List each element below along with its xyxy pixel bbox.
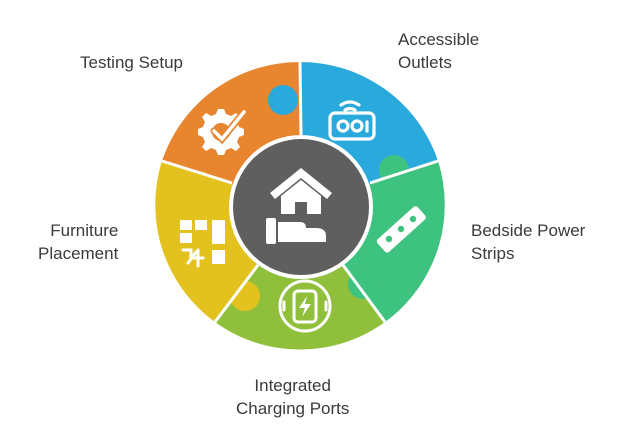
label-line: Accessible [398,30,480,49]
outlet-device-icon [328,100,376,141]
puzzle-tab [379,155,409,185]
label-line: Charging Ports [236,399,350,418]
house-in-hand-icon [266,168,332,244]
phone-charging-icon [278,279,332,333]
puzzle-tab [184,171,214,201]
label-line: Testing Setup [80,53,184,72]
label-line: Outlets [398,53,452,72]
label-line: Furniture [50,221,119,240]
power-strip-icon [376,206,426,253]
furniture-layout-icon [180,220,225,268]
gear-check-icon [198,108,248,155]
puzzle-tab [230,281,260,311]
label-line: Strips [471,244,515,263]
segment-dividers [161,61,439,323]
label-line: Bedside Power [471,221,586,240]
puzzle-tab [268,85,298,115]
label-accessible-outlets: Accessible Outlets [398,28,479,74]
puzzle-tab [348,269,378,299]
label-bedside-power-strips: Bedside Power Strips [471,219,585,265]
label-line: Integrated [254,376,331,395]
label-furniture-placement: Furniture Placement [38,219,118,265]
label-integrated-charging-ports: Integrated Charging Ports [236,374,349,420]
label-line: Placement [38,244,119,263]
label-testing-setup: Testing Setup [80,51,183,74]
center-hub [229,135,373,279]
